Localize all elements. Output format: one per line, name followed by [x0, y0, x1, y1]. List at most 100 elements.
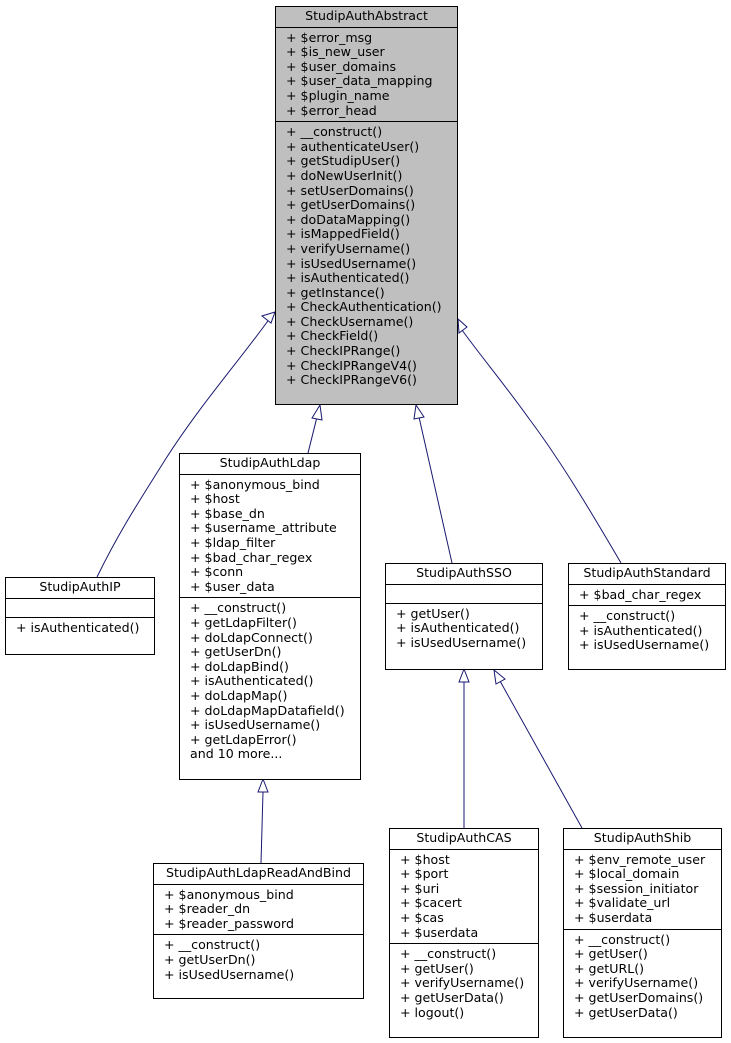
class-attribute: + $session_initiator — [574, 880, 699, 896]
methods-section: + __construct()+ isAuthenticated()+ isUs… — [569, 605, 725, 656]
edge-shib-to-sso — [499, 680, 583, 829]
class-method: + getLdapError() — [190, 731, 297, 747]
class-method: + isUsedUsername() — [396, 634, 527, 650]
class-method: + doLdapBind() — [190, 658, 289, 674]
class-attribute: + $userdata — [574, 909, 653, 925]
class-method: + isAuthenticated() — [579, 622, 703, 638]
class-method: + isUsedUsername() — [190, 717, 321, 733]
class-attribute: + $cas — [400, 909, 444, 925]
class-method: + getUserDn() — [164, 951, 256, 967]
class-title: StudipAuthStandard — [583, 565, 711, 580]
class-method: + verifyUsername() — [286, 240, 411, 256]
class-attribute: + $host — [400, 851, 450, 867]
class-attribute: + $host — [190, 491, 240, 507]
class-title: StudipAuthSSO — [416, 565, 512, 580]
class-method: + doLdapMapDatafield() — [190, 702, 345, 718]
class-title: StudipAuthAbstract — [305, 8, 428, 23]
edge-sso-to-abstract — [418, 416, 453, 564]
attributes-section: + $error_msg+ $is_new_user+ $user_domain… — [276, 26, 457, 122]
class-attribute: + $bad_char_regex — [579, 586, 702, 602]
class-method: + __construct() — [400, 946, 497, 962]
methods-section: + getUser()+ isAuthenticated()+ isUsedUs… — [386, 602, 542, 654]
class-attribute: + $user_domains — [286, 58, 397, 74]
class-method: + doNewUserInit() — [286, 167, 403, 183]
class-title: StudipAuthLdap — [219, 455, 321, 470]
attributes-section: + $host+ $port+ $uri+ $cacert+ $cas+ $us… — [390, 848, 538, 944]
arrowhead-ldap — [311, 403, 323, 421]
class-method: + authenticateUser() — [286, 138, 420, 154]
class-method: + __construct() — [190, 600, 287, 616]
class-method: + doLdapMap() — [190, 687, 288, 703]
edge-ldaprb-to-ldap — [260, 791, 264, 864]
class-studipauthldapreadandbind[interactable]: StudipAuthLdapReadAndBind + $anonymous_b… — [153, 863, 364, 999]
class-attribute: + $cacert — [400, 895, 462, 911]
class-method: + isUsedUsername() — [164, 966, 295, 982]
class-method: + logout() — [400, 1004, 465, 1020]
class-method: + getStudipUser() — [286, 153, 401, 169]
class-studipauthip[interactable]: StudipAuthIP + isAuthenticated() — [5, 577, 155, 655]
class-method: + getUser() — [396, 605, 470, 621]
arrowhead-sso — [413, 403, 425, 420]
class-attribute: + $ldap_filter — [190, 534, 276, 550]
class-attribute: + $username_attribute — [190, 520, 337, 536]
class-method: + __construct() — [574, 931, 671, 947]
class-attribute: + $uri — [400, 880, 440, 896]
class-method: + doLdapConnect() — [190, 629, 313, 645]
methods-section: + __construct()+ getUser()+ verifyUserna… — [390, 943, 538, 1023]
attributes-section: + $anonymous_bind+ $host+ $base_dn+ $use… — [180, 473, 360, 598]
class-attribute: + $userdata — [400, 924, 479, 940]
class-attribute: + $anonymous_bind — [190, 476, 320, 492]
class-studipauthsso[interactable]: StudipAuthSSO + getUser()+ isAuthenticat… — [385, 563, 543, 670]
class-method: + CheckIPRangeV6() — [286, 372, 417, 388]
methods-section: + __construct()+ getLdapFilter()+ doLdap… — [180, 597, 360, 765]
arrowhead-shib — [493, 668, 506, 685]
class-attribute: + $conn — [190, 564, 244, 580]
class-attribute: + $validate_url — [574, 895, 671, 911]
class-attribute: + $reader_dn — [164, 901, 251, 917]
attributes-section: + $env_remote_user+ $local_domain+ $sess… — [564, 848, 721, 929]
methods-section: + isAuthenticated() — [6, 616, 154, 639]
class-method: + __construct() — [164, 937, 261, 953]
class-attribute: + $local_domain — [574, 866, 680, 882]
methods-section: + __construct()+ getUser()+ getURL()+ ve… — [564, 928, 721, 1024]
class-method: + isUsedUsername() — [579, 637, 710, 653]
edge-ldap-to-abstract — [307, 416, 318, 454]
class-method: + setUserDomains() — [286, 182, 414, 198]
class-attribute: + $error_head — [286, 102, 377, 118]
class-title: StudipAuthShib — [593, 830, 692, 845]
arrowhead-standard — [457, 317, 468, 334]
class-attribute: + $user_data — [190, 578, 275, 594]
arrowhead-ldaprb — [257, 777, 269, 793]
class-method: + getLdapFilter() — [190, 614, 297, 630]
methods-section: + __construct()+ authenticateUser()+ get… — [276, 121, 457, 391]
edge-ip-to-abstract — [96, 317, 271, 578]
class-method: + isAuthenticated() — [286, 270, 410, 286]
class-method: + CheckField() — [286, 328, 379, 344]
class-studipauthstandard[interactable]: StudipAuthStandard + $bad_char_regex + _… — [568, 563, 726, 670]
class-studipauthcas[interactable]: StudipAuthCAS + $host+ $port+ $uri+ $cac… — [389, 828, 539, 1038]
class-title: StudipAuthCAS — [416, 830, 512, 845]
class-method: + getInstance() — [286, 284, 385, 300]
arrowhead-ip — [260, 311, 276, 324]
class-method: + __construct() — [286, 124, 383, 140]
class-method: + getUserDomains() — [574, 989, 704, 1005]
class-method: + CheckUsername() — [286, 313, 414, 329]
methods-section: + __construct()+ getUserDn()+ isUsedUser… — [154, 934, 363, 985]
class-attribute: + $plugin_name — [286, 87, 390, 103]
attributes-section — [6, 597, 154, 617]
class-studipauthabstract[interactable]: StudipAuthAbstract + $error_msg+ $is_new… — [275, 6, 458, 405]
class-studipauthshib[interactable]: StudipAuthShib + $env_remote_user+ $loca… — [563, 828, 722, 1038]
class-method: + getUser() — [400, 960, 474, 976]
class-method: + isAuthenticated() — [190, 673, 314, 689]
class-method: + verifyUsername() — [574, 975, 699, 991]
class-attribute: + $env_remote_user — [574, 851, 706, 867]
class-method: + getUserData() — [400, 989, 504, 1005]
attributes-section — [386, 583, 542, 603]
class-studipauthldap[interactable]: StudipAuthLdap + $anonymous_bind+ $host+… — [179, 453, 361, 780]
class-attribute: + $user_data_mapping — [286, 73, 433, 89]
class-title: StudipAuthIP — [39, 579, 121, 594]
attributes-section: + $anonymous_bind+ $reader_dn+ $reader_p… — [154, 883, 363, 935]
class-attribute: + $error_msg — [286, 29, 373, 45]
class-method: + CheckAuthentication() — [286, 299, 442, 315]
